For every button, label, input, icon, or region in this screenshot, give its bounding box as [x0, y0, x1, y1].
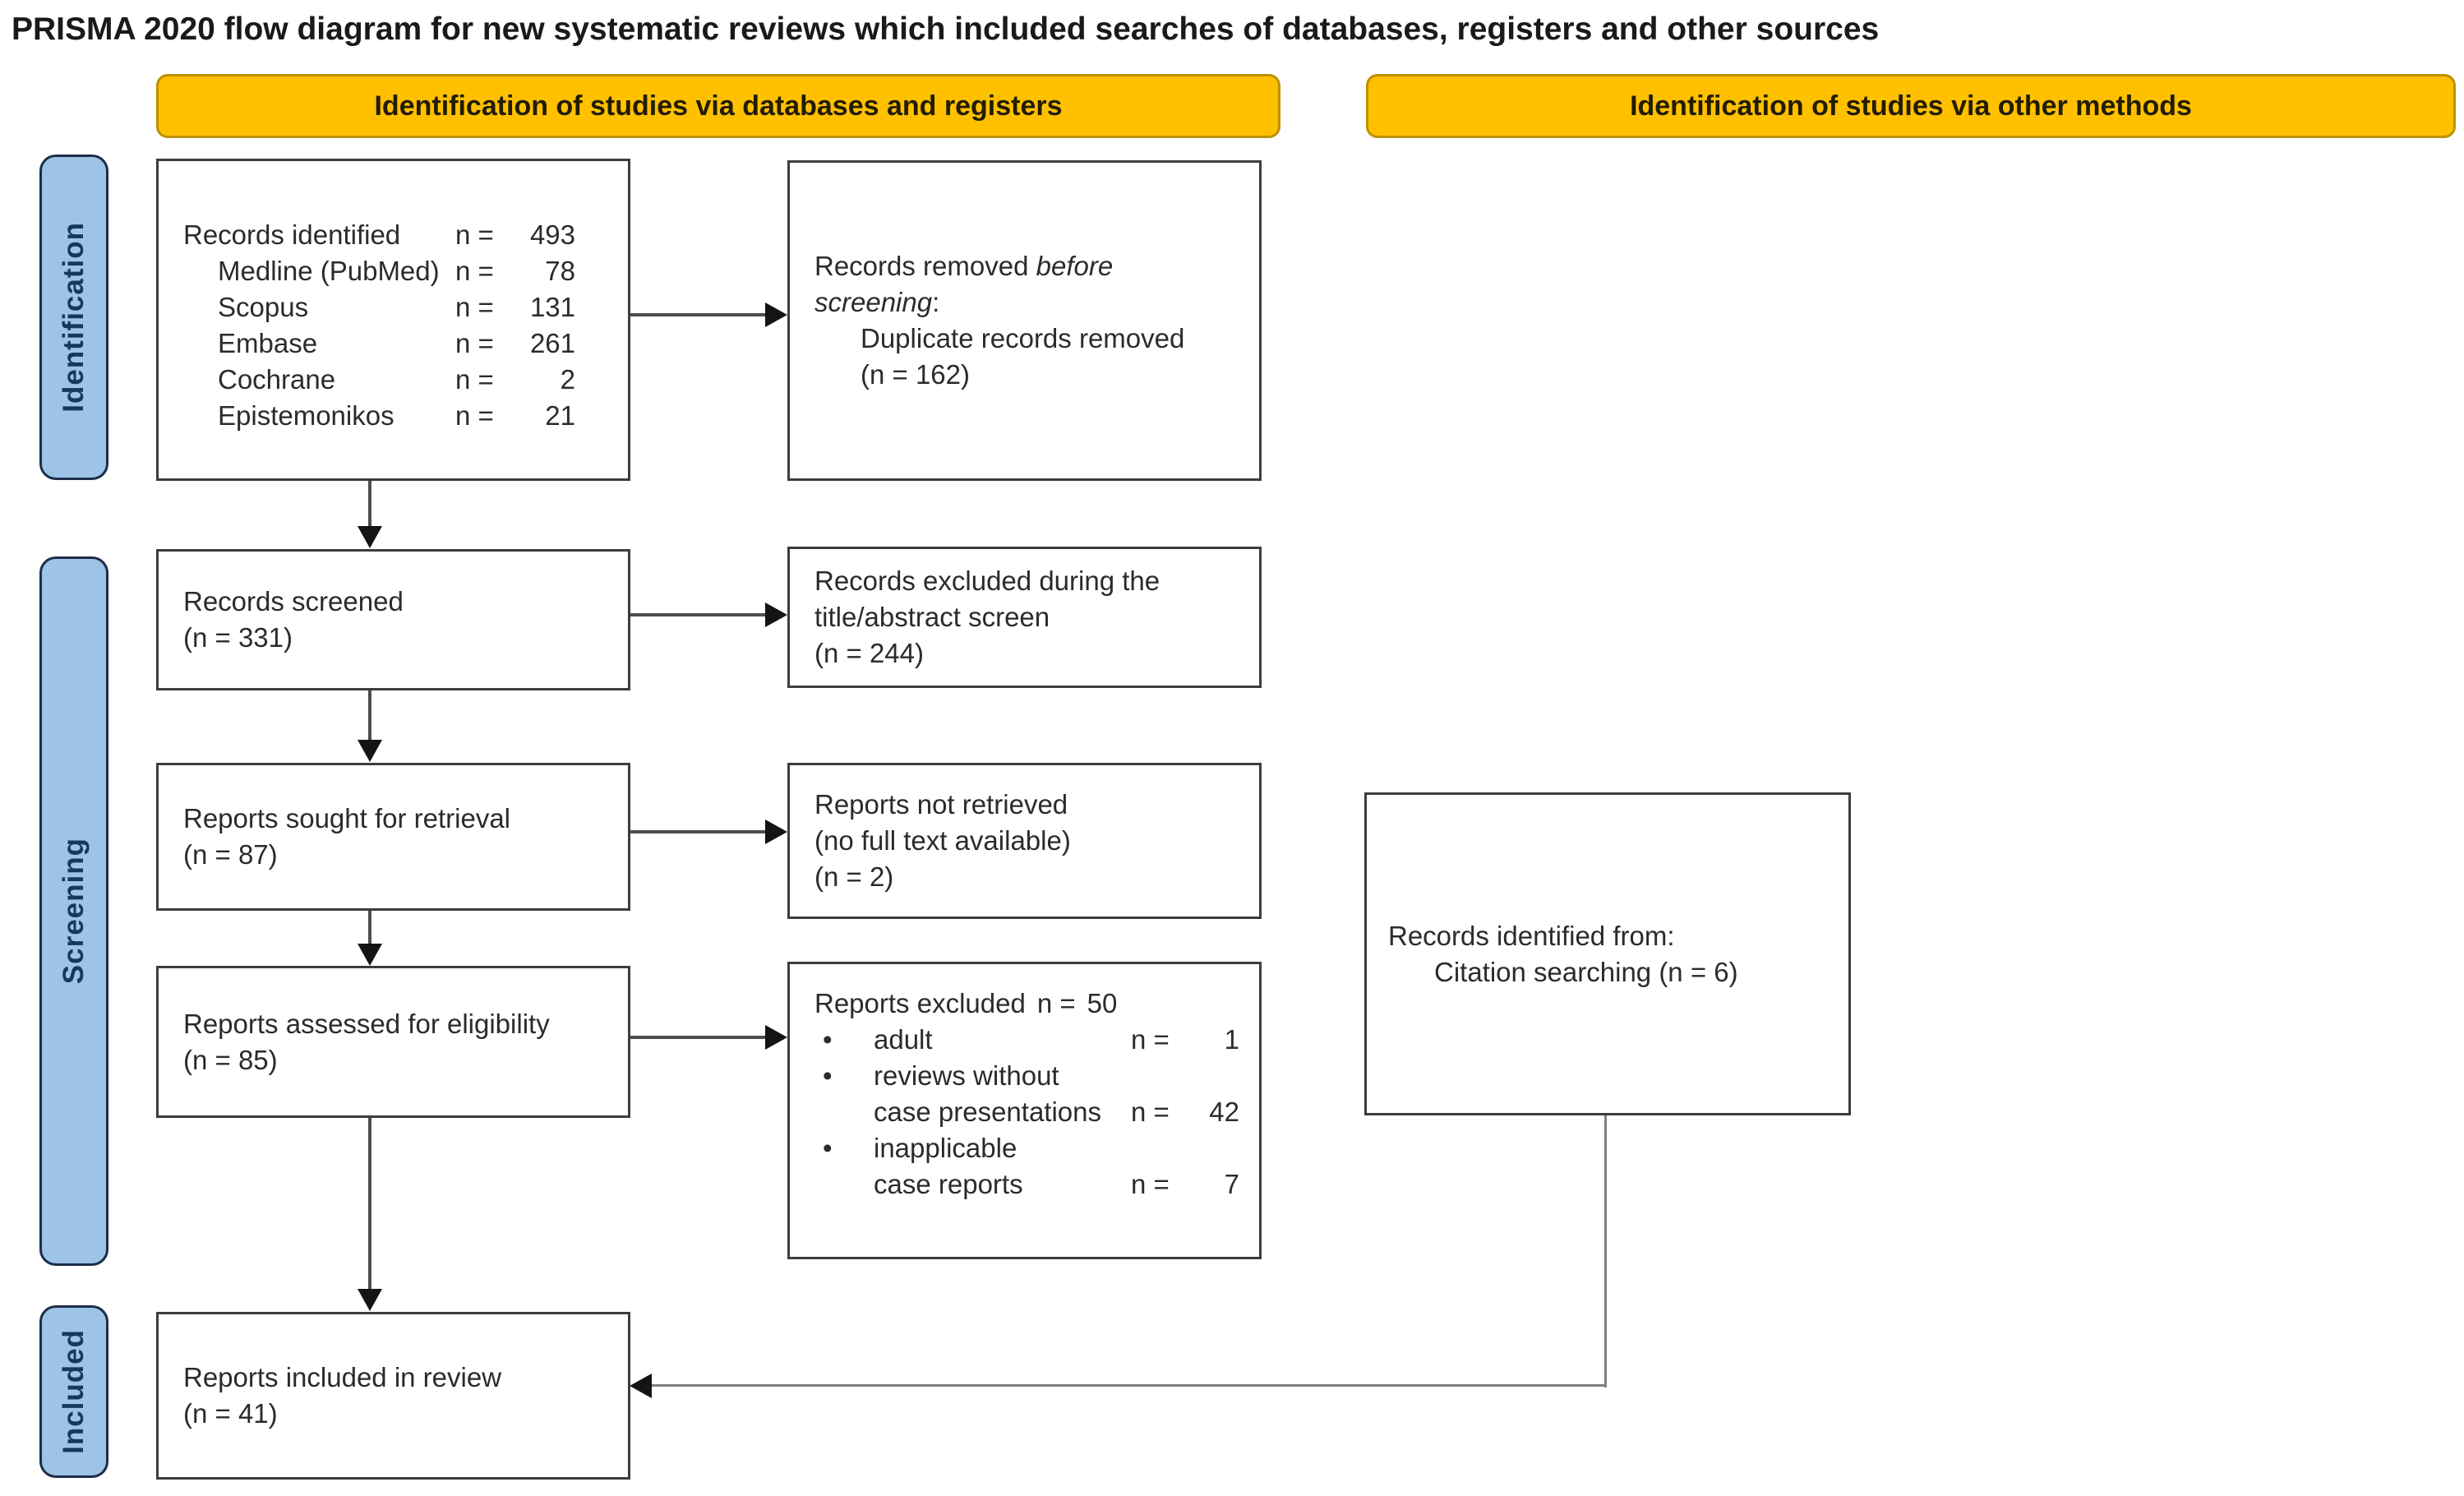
excluded-reason-row: • reviews without case presentations n =…	[814, 1058, 1239, 1130]
header-other-methods-label: Identification of studies via other meth…	[1630, 90, 2192, 122]
connector-line	[368, 481, 371, 529]
connector-line	[630, 613, 768, 616]
header-databases-registers: Identification of studies via databases …	[156, 74, 1280, 138]
stage-screening-label: Screening	[58, 838, 90, 985]
excluded-reason-row: • adult n =1	[814, 1022, 1239, 1058]
header-other-methods: Identification of studies via other meth…	[1366, 74, 2456, 138]
connector-line	[651, 1384, 1607, 1387]
arrow-right-icon	[765, 603, 787, 627]
records-identified-source-row: Scopus n =131	[218, 292, 575, 322]
arrow-right-icon	[765, 1025, 787, 1050]
stage-identification-label: Identification	[58, 222, 90, 413]
box-reports-sought: Reports sought for retrieval (n = 87)	[156, 763, 630, 911]
connector-line	[630, 313, 768, 316]
records-identified-source-row: Medline (PubMed) n =78	[218, 256, 575, 286]
bullet-icon: •	[823, 1024, 833, 1055]
connector-line	[368, 1118, 371, 1291]
arrow-down-icon	[358, 944, 382, 966]
records-identified-total-row: Records identified n =493	[183, 219, 575, 250]
connector-line	[368, 690, 371, 741]
arrow-right-icon	[765, 302, 787, 327]
records-identified-source-row: Embase n =261	[218, 328, 575, 358]
header-databases-registers-label: Identification of studies via databases …	[374, 90, 1063, 122]
arrow-down-icon	[358, 740, 382, 762]
connector-line	[1604, 1115, 1607, 1387]
stage-included: Included	[39, 1305, 108, 1478]
box-records-removed: Records removed before screening: Duplic…	[787, 160, 1262, 481]
connector-line	[368, 911, 371, 945]
stage-identification: Identification	[39, 155, 108, 480]
box-reports-excluded: Reports excluded n = 50 • adult n =1 • r…	[787, 962, 1262, 1259]
page-title: PRISMA 2020 flow diagram for new systema…	[12, 12, 1880, 47]
records-identified-source-row: Epistemonikos n =21	[218, 400, 575, 431]
box-reports-not-retrieved: Reports not retrieved (no full text avai…	[787, 763, 1262, 919]
box-records-identified: Records identified n =493 Medline (PubMe…	[156, 159, 630, 481]
stage-screening: Screening	[39, 556, 108, 1266]
box-reports-assessed: Reports assessed for eligibility (n = 85…	[156, 966, 630, 1118]
arrow-right-icon	[765, 820, 787, 844]
bullet-icon: •	[823, 1060, 833, 1091]
arrow-left-icon	[630, 1374, 652, 1398]
box-records-excluded: Records excluded during the title/abstra…	[787, 547, 1262, 688]
box-reports-included: Reports included in review (n = 41)	[156, 1312, 630, 1480]
stage-included-label: Included	[58, 1329, 90, 1454]
arrow-down-icon	[358, 526, 382, 548]
bullet-icon: •	[823, 1133, 833, 1163]
connector-line	[630, 830, 768, 833]
connector-line	[630, 1036, 768, 1039]
records-identified-source-row: Cochrane n =2	[218, 364, 575, 395]
arrow-down-icon	[358, 1289, 382, 1311]
excluded-reason-row: • inapplicable case reports n =7	[814, 1130, 1239, 1203]
box-records-screened: Records screened (n = 331)	[156, 549, 630, 690]
box-records-other-methods: Records identified from: Citation search…	[1364, 792, 1851, 1115]
